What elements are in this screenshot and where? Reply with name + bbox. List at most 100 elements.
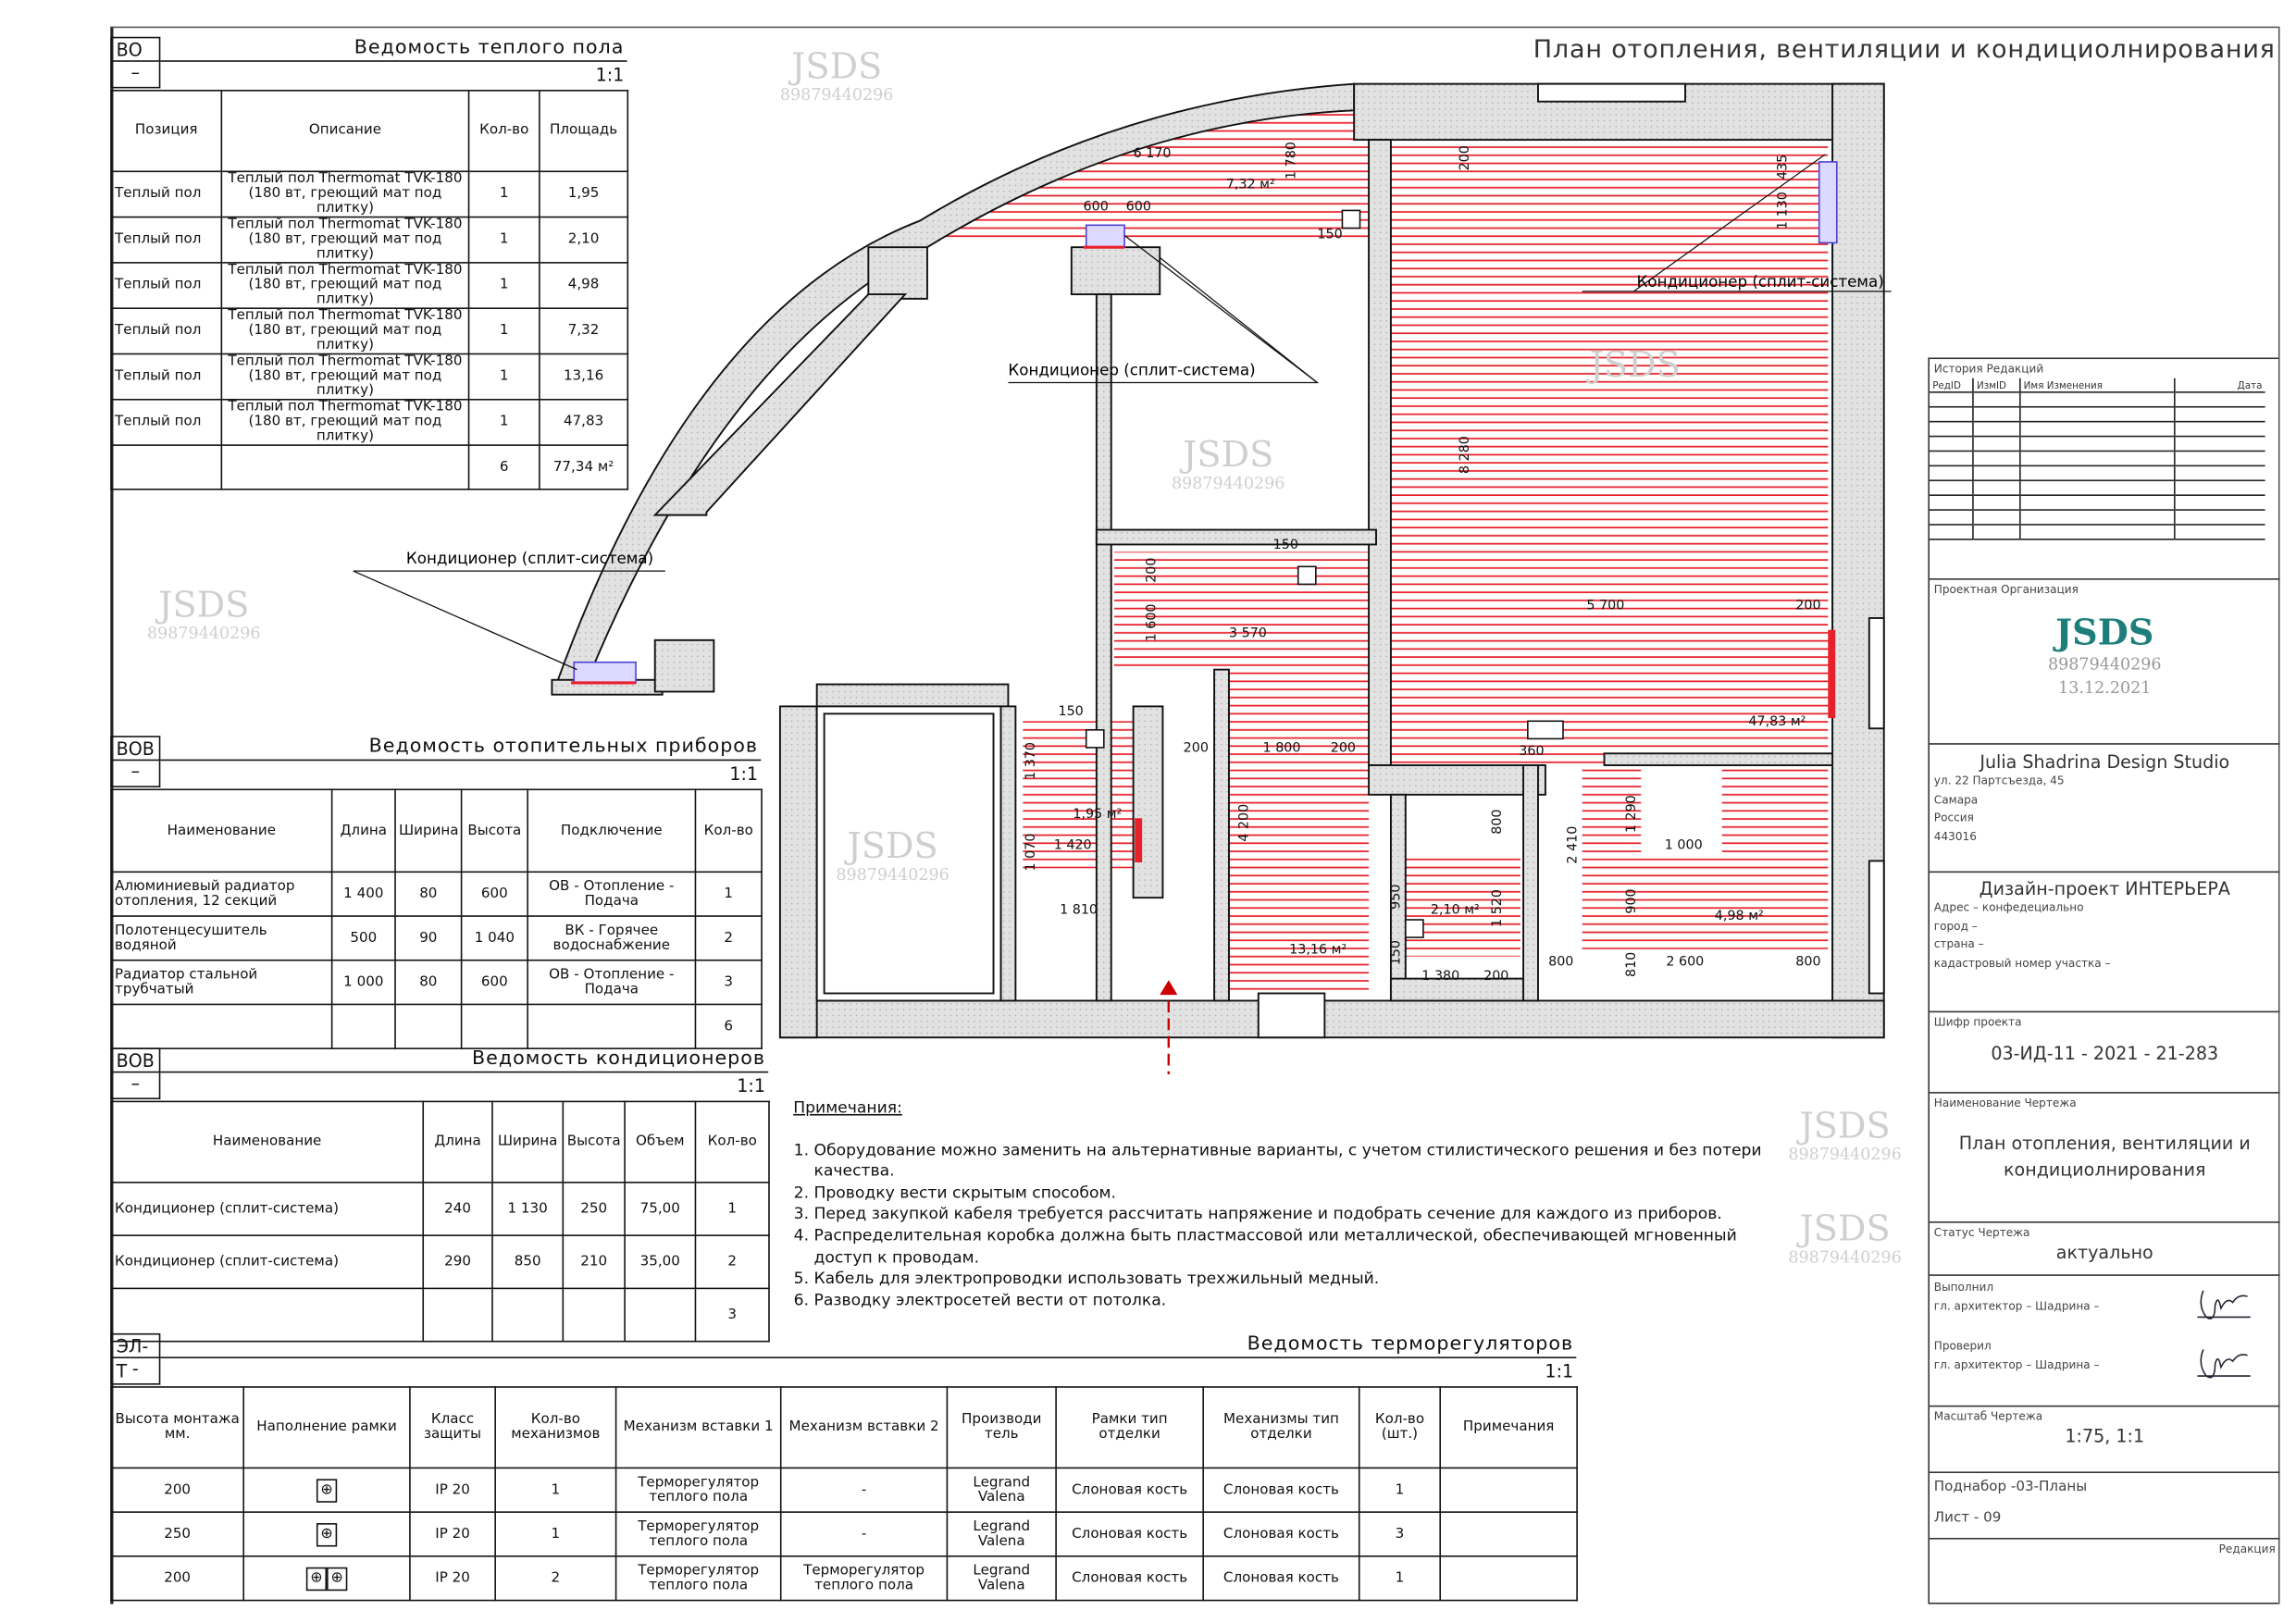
history-row (1930, 480, 2265, 496)
status-caption: Статус Чертежа (1933, 1225, 2030, 1240)
table-cell (110, 1003, 333, 1049)
column-header: Производи тель (946, 1386, 1057, 1469)
table-cell: ОВ - Отопление - Подача (527, 871, 697, 917)
made-caption: Выполнил (1933, 1280, 1994, 1294)
history-cell (2018, 524, 2175, 540)
table-cell: 240 (422, 1182, 493, 1236)
table-cell: Терморегулятор теплого пола (614, 1467, 782, 1513)
heating-zone-1-95 (1023, 721, 1134, 869)
table-cell: 1 000 (330, 959, 396, 1006)
dimension-label: 800 (1795, 954, 1820, 969)
history-cell (1972, 465, 2020, 482)
table-cell: 290 (422, 1234, 493, 1290)
table-cell: 6 (694, 1003, 763, 1049)
table-cell (394, 1003, 463, 1049)
dimension-label: 150 (1317, 228, 1342, 242)
ac-label: Кондиционер (сплит-система) (1637, 273, 1884, 291)
dimension-label: 1 810 (1060, 903, 1098, 918)
history-cell (2018, 451, 2175, 467)
notes-title: Примечания: (793, 1097, 902, 1118)
thermostat-socket-icon: ⊕ (316, 1478, 338, 1503)
history-cell (1930, 465, 1974, 482)
dimension-label: 150 (1273, 538, 1298, 552)
table-cell: - (779, 1511, 949, 1557)
project-code: Шифр проекта 03-ИД-11 - 2021 - 21-283 (1930, 1012, 2280, 1094)
table-cell: IP 20 (409, 1511, 496, 1557)
history-cell (1972, 406, 2020, 423)
studio-name: Julia Shadrina Design Studio (1980, 751, 2230, 773)
schedule-code: ВОВ (110, 736, 161, 762)
table-cell: Кондиционер (сплит-система) (110, 1234, 425, 1290)
column-header: Механизм вставки 1 (614, 1386, 782, 1469)
dimension-label: 600 (1084, 199, 1109, 214)
heating-zones (920, 105, 1829, 994)
table-cell: Теплый пол Thermomat TVK-180 (180 вт, гр… (220, 307, 470, 355)
thermostat-socket-icon: ⊕ (305, 1566, 328, 1591)
history-row (1930, 391, 2265, 408)
history-cell (2173, 421, 2265, 438)
signatures: Выполнил гл. архитектор – Шадрина – Пров… (1930, 1276, 2280, 1407)
column-header: Механизм вставки 2 (779, 1386, 949, 1469)
schedule-title: Ведомость кондиционеров (472, 1047, 766, 1071)
history-row (1930, 436, 2265, 452)
area-label: 7,32 м² (1226, 178, 1275, 192)
dimension-label: 1 130 (1776, 192, 1791, 229)
area-label: 1,95 м² (1073, 807, 1122, 822)
project-line: Адрес – конфедециально (1933, 900, 2084, 914)
schedule-title: Ведомость отопительных приборов (368, 736, 759, 759)
thermostat-icon (1341, 209, 1361, 229)
history-cell (2173, 480, 2265, 496)
table-cell: Теплый пол (110, 307, 223, 355)
org-logo: JSDS (2055, 611, 2154, 654)
studio-address-line: 443016 (1933, 829, 1977, 843)
revision-history-caption: История Редакций (1933, 362, 2044, 376)
table-cell: 200 (110, 1555, 245, 1602)
table-cell (527, 1003, 697, 1049)
table-cell: Теплый пол Thermomat TVK-180 (180 вт, гр… (220, 216, 470, 264)
table-cell: Полотенцесушитель водяной (110, 915, 333, 961)
schedule-code: ВО (110, 36, 161, 62)
table-cell: 3 (694, 959, 763, 1006)
history-cell (2018, 480, 2175, 496)
dimension-label: 1 000 (1665, 838, 1703, 853)
history-row (1930, 510, 2265, 526)
thermostat-socket-icon: ⊕ (316, 1522, 338, 1546)
area-label: 13,16 м² (1289, 943, 1347, 958)
area-label: 4,98 м² (1715, 909, 1764, 923)
table-cell: Теплый пол (110, 398, 223, 446)
schedule-scale: 1:1 (595, 64, 625, 86)
column-header: Кол-во (467, 90, 540, 173)
table-cell: 1 (1358, 1555, 1442, 1602)
table-cell: 1 (467, 216, 540, 264)
table-cell: Слоновая кость (1055, 1511, 1204, 1557)
history-column-header: РедID (1930, 378, 1974, 393)
frame-line (110, 26, 2278, 29)
walls (551, 82, 1885, 1039)
table-cell: 2 (694, 915, 763, 961)
column-header: Рамки тип отделки (1055, 1386, 1204, 1469)
table-total-row: 6 (110, 1003, 763, 1049)
table-cell: 1,95 (539, 170, 629, 218)
history-cell (2018, 391, 2175, 408)
organization: Проектная Организация JSDS 89879440296 1… (1930, 580, 2280, 745)
revision-caption: Редакция (2218, 1542, 2276, 1556)
schedule-dash: - (110, 1357, 161, 1385)
ac-unit (573, 661, 637, 684)
frame-fill-cell: ⊕ (242, 1511, 411, 1557)
history-cell (1930, 406, 1974, 423)
table-cell: 1 (694, 871, 763, 917)
devices (571, 161, 1838, 1074)
dimension-label: 200 (1144, 558, 1159, 583)
table-cell: 1 (467, 398, 540, 446)
drawing-name-caption: Наименование Чертежа (1933, 1096, 2077, 1110)
